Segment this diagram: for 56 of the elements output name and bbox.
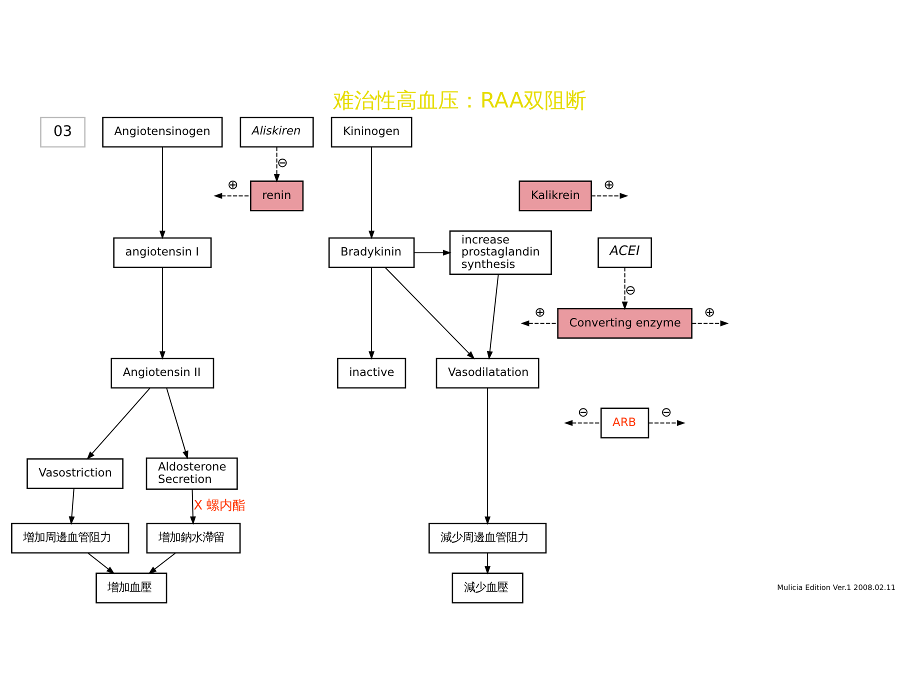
arrow: [590, 192, 628, 199]
edge-label: ⊖: [578, 405, 589, 420]
edge-label: ⊖: [277, 156, 288, 172]
arrow: [692, 320, 729, 326]
node-box: increase prostaglandin synthesis: [449, 230, 552, 275]
node-box: 03: [40, 116, 86, 148]
node-box: inactive: [337, 358, 406, 389]
arrow: [414, 250, 452, 256]
node-box: 減少血壓: [452, 572, 524, 604]
node-box: Kalikrein: [518, 180, 592, 212]
arrow: [484, 387, 491, 525]
node-box: Angiotensin II: [110, 358, 214, 389]
edge-label: ⊕: [604, 178, 615, 194]
node-box: 增加周邊血管阻力: [11, 522, 130, 554]
label: Mulicia Edition Ver.1 2008.02.11: [777, 582, 896, 592]
node-box: Converting enzyme: [557, 308, 692, 339]
node-box: Kininogen: [330, 116, 412, 148]
node-box: renin: [250, 180, 304, 212]
arrow: [159, 146, 166, 240]
arrow: [68, 488, 75, 525]
arrow: [564, 420, 602, 426]
edge-label: ⊕: [534, 306, 546, 321]
arrow: [159, 267, 166, 360]
edge-label: ⊖: [625, 284, 636, 299]
node-box: Vasostriction: [26, 458, 124, 490]
node-box: Angiotensinogen: [102, 116, 223, 148]
diagram-title: 难治性高血压：RAA双阻断: [333, 88, 587, 114]
arrow: [214, 192, 251, 199]
node-box: Aldosterone Secretion: [146, 457, 238, 490]
node-box: angiotensin I: [113, 237, 212, 268]
node-box: Vasodilatation: [436, 358, 540, 389]
node-box: Aliskiren: [240, 116, 314, 148]
node-box: ARB: [600, 408, 650, 438]
arrow: [190, 488, 196, 525]
node-box: 增加鈉水滯留: [146, 522, 241, 554]
arrow: [368, 146, 375, 240]
arrow: [622, 266, 628, 310]
node-box: ACEI: [598, 237, 652, 268]
node-box: Bradykinin: [328, 237, 415, 268]
arrow: [648, 420, 686, 426]
arrow: [384, 267, 475, 360]
edge-label: ⊕: [704, 306, 716, 321]
node-box: 增加血壓: [96, 572, 168, 604]
arrow: [87, 552, 115, 574]
edge-label: ⊖: [660, 405, 672, 420]
arrow: [368, 267, 375, 360]
arrow: [148, 552, 176, 574]
arrow: [484, 552, 491, 575]
arrow: [86, 387, 151, 460]
arrow: [274, 146, 280, 183]
arrow: [520, 320, 558, 326]
edge-label: ⊕: [227, 178, 238, 194]
node-box: 減少周邊血管阻力: [428, 522, 547, 554]
arrow: [166, 387, 188, 460]
arrow: [486, 274, 499, 360]
edge-label: X 螺内酯: [194, 498, 246, 514]
